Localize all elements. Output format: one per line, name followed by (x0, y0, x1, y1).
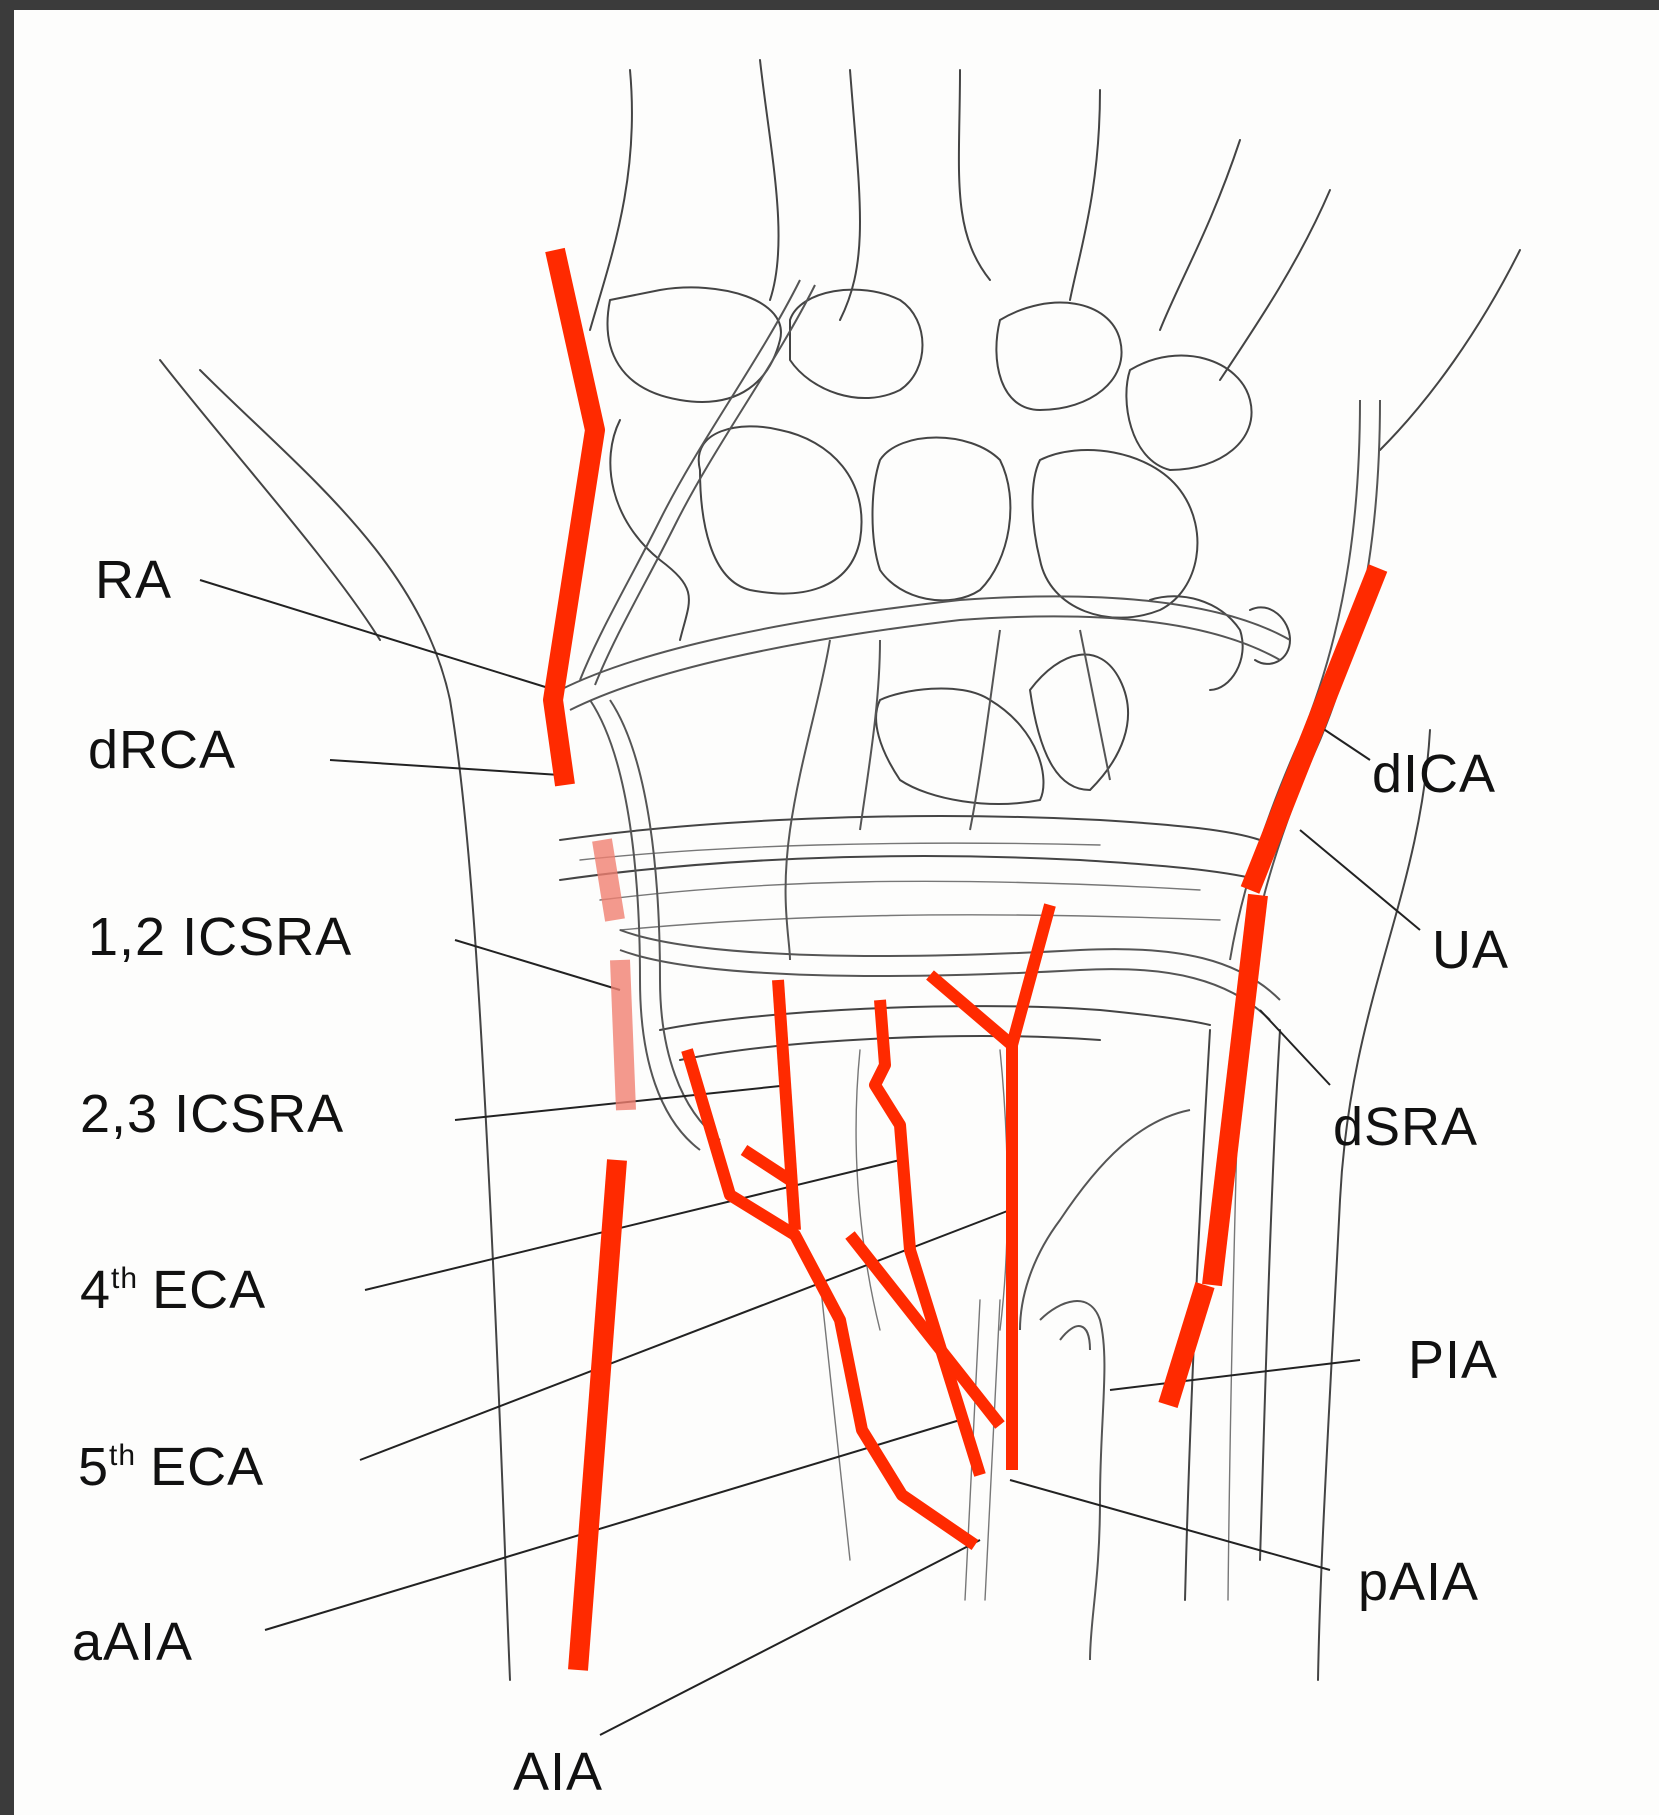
metacarpal-3b (1070, 90, 1100, 300)
icsra-vessel-3 (970, 630, 1000, 830)
label-aAIA: aAIA (72, 1612, 193, 1672)
leader-aAIA (265, 1420, 960, 1630)
metacarpal-2b (840, 70, 860, 320)
mc-base-c (996, 303, 1121, 410)
label-PIA: PIA (1408, 1330, 1498, 1390)
eca4-sub-branch-highlight (744, 1150, 790, 1180)
radius-ulna-border (660, 1006, 1210, 1030)
label-1-2-ICSRA: 1,2 ICSRA (88, 907, 352, 967)
metacarpal-2a (760, 60, 779, 300)
mc-base-a (608, 287, 781, 401)
radial-artery-upper-highlight (553, 250, 595, 785)
icsra-vessel-1 (786, 640, 830, 960)
leader-AIA (600, 1540, 980, 1735)
leader-UA (1300, 830, 1420, 930)
metacarpal-1 (590, 70, 632, 330)
metacarpal-3a (959, 70, 990, 280)
label-UA: UA (1432, 920, 1509, 980)
icsra23-branch-highlight (778, 980, 795, 1230)
label-dICA: dICA (1372, 744, 1496, 804)
anatomical-line-art (160, 60, 1520, 1680)
thumb-contour (160, 360, 380, 640)
radial-artery-faded-segment-2 (620, 960, 626, 1110)
leader-RA (200, 580, 555, 690)
retinaculum-mid (560, 856, 1260, 880)
artery-highlights (553, 250, 1378, 1670)
leader-dRCA (330, 760, 560, 775)
label-RA: RA (95, 550, 172, 610)
first-dorsal-metacarpal-artery (580, 280, 800, 680)
metacarpal-5 (1220, 190, 1330, 380)
metacarpal-4 (1160, 140, 1240, 330)
icsra-vessel-2 (860, 640, 880, 830)
eca4-branch-highlight (687, 1050, 975, 1545)
mc-base-b (790, 290, 923, 398)
retinaculum-top (560, 816, 1260, 840)
capitate-bone (873, 438, 1011, 601)
label-pAIA: pAIA (1358, 1552, 1479, 1612)
dorsal-carpal-arch-outer (560, 596, 1290, 690)
retinaculum-fiber-3 (620, 915, 1220, 930)
posterior-interosseous-artery-b (1060, 1326, 1090, 1350)
eca5-lower-highlight (850, 1235, 1000, 1425)
PIA-highlight (1168, 1285, 1205, 1405)
pAIA-upper-branch-highlight (1012, 905, 1050, 1045)
trapezoid-bone (699, 426, 862, 593)
interosseous-branch (1020, 1110, 1190, 1330)
leader-PIA (1110, 1360, 1360, 1390)
ulna-shaft-ulnar (1260, 1030, 1280, 1560)
retinaculum-fiber-2 (600, 881, 1200, 900)
trapezium-bone (610, 420, 689, 640)
posterior-interosseous-artery (1040, 1301, 1104, 1660)
leader-pAIA (1010, 1480, 1330, 1570)
icsra-vessel-4 (1080, 630, 1110, 780)
lunate-bone (876, 688, 1043, 803)
pisiform-bone (1150, 596, 1243, 690)
label-2-3-ICSRA: 2,3 ICSRA (80, 1084, 344, 1144)
hamate-bone (1033, 450, 1198, 618)
eca5-branch-highlight (875, 1000, 980, 1475)
label-dSRA: dSRA (1333, 1097, 1478, 1157)
label-dRCA: dRCA (88, 720, 236, 780)
label-AIA: AIA (513, 1742, 603, 1802)
triquetrum-bone (1030, 655, 1128, 790)
mc-base-d (1126, 356, 1251, 470)
metacarpal-5b (1380, 250, 1520, 450)
radial-artery-faded-segment-1 (602, 840, 615, 920)
ulnar-artery-inner (1250, 400, 1380, 960)
membrane-line-3 (985, 1300, 1000, 1600)
leader-dSRA (1260, 1010, 1330, 1085)
dorsal-carpal-arch-inner (570, 616, 1280, 710)
leader-icsra12 (455, 940, 620, 990)
forearm-ulnar-contour (1318, 730, 1430, 1680)
